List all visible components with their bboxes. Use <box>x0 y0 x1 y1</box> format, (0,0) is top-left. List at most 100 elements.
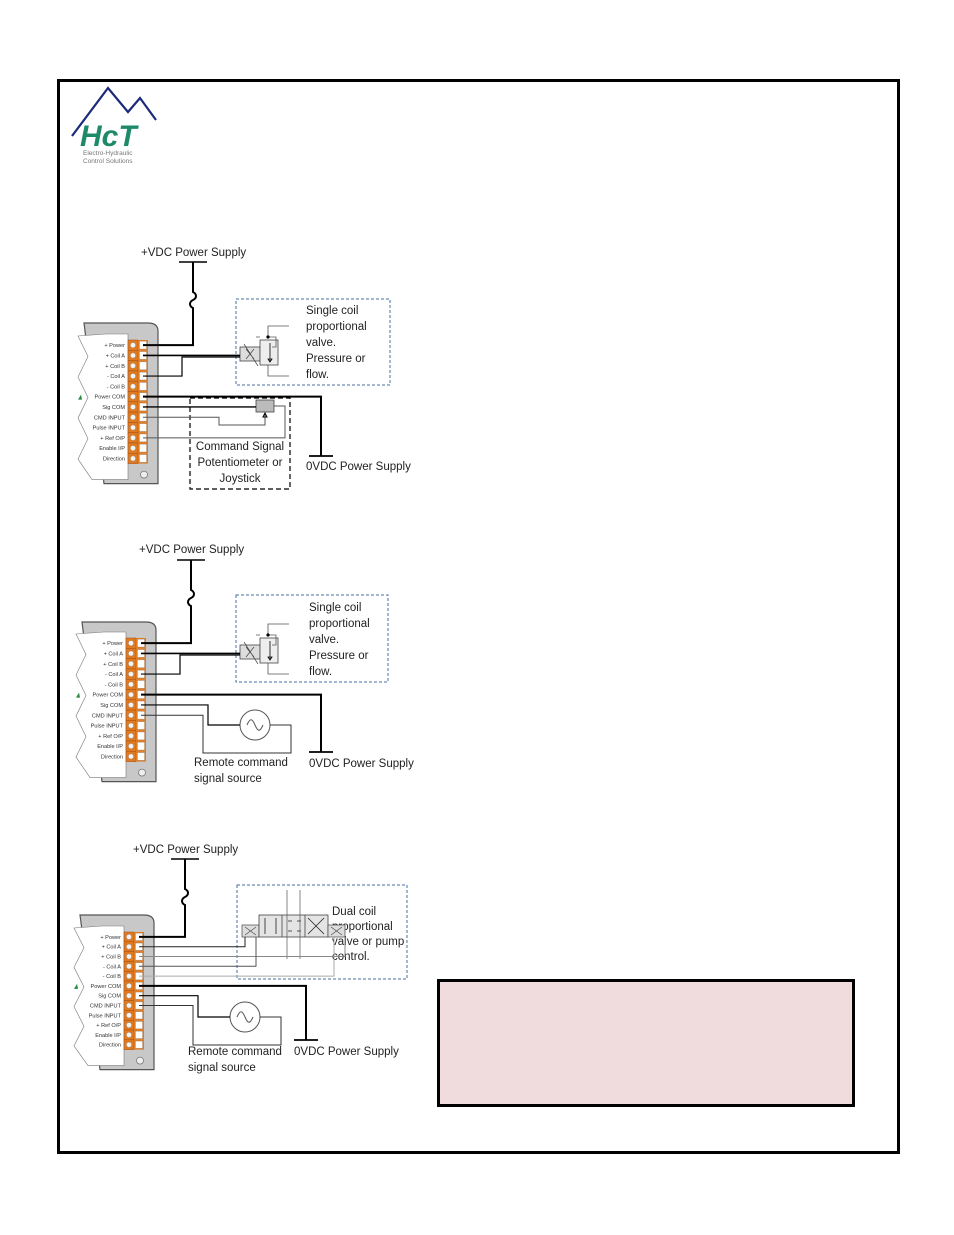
wiper-arrow-icon <box>262 411 268 418</box>
terminal-label: Sig COM <box>102 405 125 411</box>
terminal-label: + Ref O/P <box>100 436 125 442</box>
terminal-label: Pulse INPUT <box>89 1013 122 1019</box>
terminal-label: + Coil B <box>103 662 123 668</box>
terminal-box <box>137 731 145 740</box>
valve-blocked-ports <box>288 920 301 932</box>
wire-coil-a-plus <box>139 937 246 948</box>
terminal-screw-icon <box>128 650 134 657</box>
terminal-screw-icon <box>130 362 136 369</box>
terminal-label: Power COM <box>91 984 122 990</box>
terminal-screw-icon <box>128 681 134 688</box>
terminal-label: - Coil A <box>105 672 123 678</box>
potentiometer-dashed-box <box>189 397 291 490</box>
terminal-label: Direction <box>103 456 125 462</box>
source-label-line: signal source <box>194 773 262 785</box>
terminal-label: Enable I/P <box>97 744 123 750</box>
sine-wave-icon <box>246 719 264 731</box>
terminal-screw-icon <box>128 660 134 667</box>
valve-label-line: proportional <box>306 321 367 333</box>
wire-sig-com <box>139 995 230 1018</box>
valve-arrowhead <box>267 358 273 363</box>
terminal-label: + Power <box>104 343 125 349</box>
terminal-screw-icon <box>128 712 134 719</box>
solenoid-a-cross <box>244 926 257 936</box>
status-led-icon <box>78 394 82 400</box>
terminal-label: Power COM <box>93 693 124 699</box>
wire-cmd-input <box>139 1005 282 1046</box>
terminal-label: - Coil B <box>103 974 122 980</box>
terminal-label: CMD INPUT <box>94 415 126 421</box>
wire-power-com <box>141 693 322 752</box>
terminal-screw-icon <box>128 702 134 708</box>
terminal-screw-icon <box>128 733 134 739</box>
terminal-box <box>137 752 145 761</box>
terminal-label: - Coil A <box>107 374 125 380</box>
mounting-hole <box>140 470 148 479</box>
terminal-box <box>137 742 145 751</box>
terminal-screw-icon <box>130 424 136 431</box>
terminal-screw-icon <box>128 753 134 760</box>
terminal-screw-icon <box>128 691 134 698</box>
supply-top-label: +VDC Power Supply <box>133 844 238 856</box>
terminal-label: CMD INPUT <box>92 713 124 719</box>
hct-logo: HcT <box>71 86 157 153</box>
terminal-screw-icon <box>128 743 134 749</box>
terminal-screw-icon <box>130 352 136 359</box>
terminal-label: + Coil A <box>104 651 124 657</box>
valve-dashed-box <box>236 884 408 980</box>
wire-coil-a-minus <box>139 937 257 967</box>
potentiometer-icon <box>255 399 275 413</box>
terminal-box <box>137 721 145 730</box>
terminal-screw-icon <box>130 393 136 400</box>
valve-label-line: Single coil <box>309 602 361 614</box>
wiring-diagram-2: + Power+ Coil A+ Coil B- Coil A- Coil BP… <box>75 544 414 785</box>
valve-label-line: proportional <box>332 921 393 933</box>
terminal-screw-icon <box>126 943 132 950</box>
supply-bottom-label: 0VDC Power Supply <box>294 1046 399 1058</box>
valve-junction <box>266 633 270 637</box>
solenoid-cross-icon <box>243 343 259 367</box>
page-frame <box>57 79 900 1154</box>
valve-arrowhead <box>267 656 273 661</box>
wire-power <box>143 262 197 347</box>
terminal-label: + Ref O/P <box>96 1023 121 1029</box>
valve-label-line: Pressure or <box>306 353 366 365</box>
terminal-screw-icon <box>128 671 134 677</box>
terminal-label: + Coil B <box>101 955 121 961</box>
terminal-screw-icon <box>126 1022 132 1028</box>
dual-valve-body-icon <box>258 914 329 938</box>
valve-flow-arrows <box>264 917 325 935</box>
valve-label-line: valve. <box>306 337 336 349</box>
terminal-screw-icon <box>130 435 136 441</box>
valve-label-line: control. <box>332 951 370 963</box>
terminal-box <box>135 1031 143 1039</box>
supply-bottom-label: 0VDC Power Supply <box>309 758 414 770</box>
terminal-label: Sig COM <box>100 703 123 709</box>
terminal-box <box>135 1011 143 1020</box>
terminal-label: Direction <box>101 754 123 760</box>
terminal-label: + Power <box>100 935 121 941</box>
valve-body-icon <box>259 339 279 366</box>
wire-coil-a-minus <box>141 654 240 675</box>
supply-bottom-label: 0VDC Power Supply <box>306 461 411 473</box>
wire-power-com <box>143 395 322 456</box>
terminal-box <box>135 1040 143 1049</box>
terminal-screw-icon <box>128 722 134 729</box>
valve-label-line: valve. <box>309 634 339 646</box>
valve-label-line: proportional <box>309 618 370 630</box>
wire-power-com <box>139 984 307 1040</box>
terminal-screw-icon <box>126 983 132 989</box>
terminal-screw-icon <box>128 640 134 646</box>
mountain-icon <box>71 86 157 137</box>
terminal-screw-icon <box>126 1002 132 1009</box>
terminal-label: Sig COM <box>98 994 121 1000</box>
terminal-label: Enable I/P <box>99 446 125 452</box>
mounting-hole <box>138 768 146 777</box>
wire-coil-b-plus <box>139 937 346 957</box>
terminal-screw-icon <box>126 963 132 970</box>
supply-top-label: +VDC Power Supply <box>141 247 246 259</box>
valve-dashed-box <box>235 298 391 386</box>
terminal-label: Pulse INPUT <box>91 724 124 730</box>
wire-cmd-input <box>141 714 292 754</box>
